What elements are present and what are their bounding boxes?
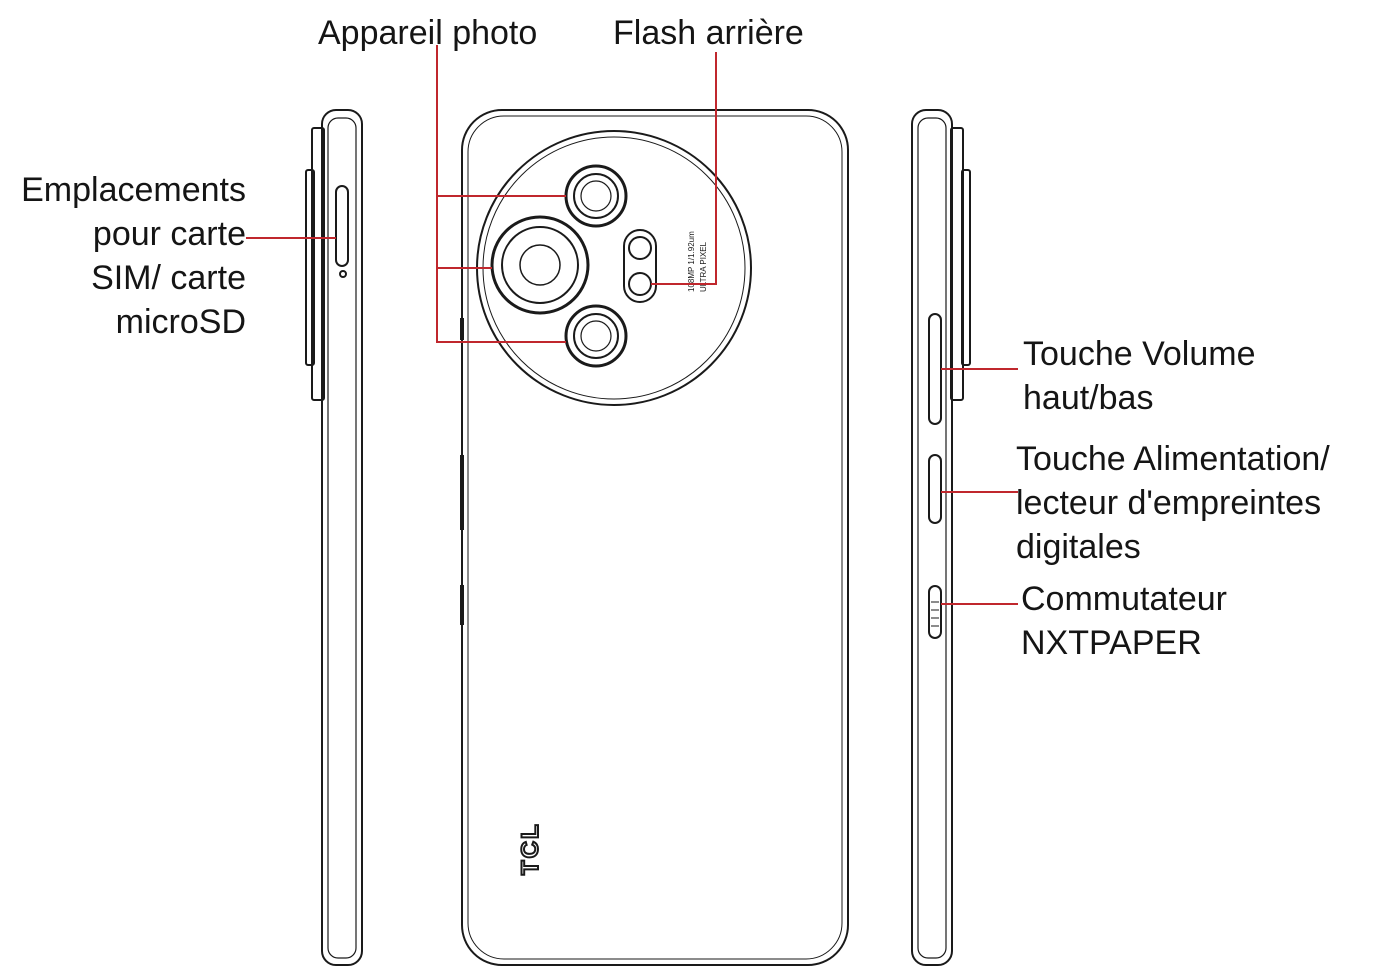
left-side-view (305, 109, 363, 966)
camera-spec-text: ULTRA PIXEL (699, 241, 708, 292)
rear-flash-label: Flash arrière (613, 14, 804, 52)
power-key (928, 454, 942, 524)
camera-label: Appareil photo (318, 14, 538, 52)
volume-key (928, 313, 942, 425)
back-view: 108MP 1/1.92um ULTRA PIXEL TCL (460, 109, 849, 966)
sim-eject-hole (339, 270, 347, 278)
brand-logo: TCL (517, 822, 544, 875)
sim-tray-slot (335, 185, 349, 267)
volume-key-label: Touche Volume haut/bas (1023, 335, 1256, 417)
main-lens-icon (490, 215, 590, 315)
sim-slot-label: Emplacements pour carte SIM/ carte micro… (21, 171, 246, 341)
flash-icon (623, 229, 657, 303)
right-side-view (911, 109, 971, 966)
nxtpaper-switch (928, 585, 942, 639)
camera-spec-text: 108MP 1/1.92um (687, 231, 696, 292)
power-key-label: Touche Alimentation/ lecteur d'empreinte… (1016, 440, 1330, 566)
nxtpaper-switch-label: Commutateur NXTPAPER (1021, 580, 1227, 662)
bottom-lens-icon (564, 304, 628, 368)
leader-lines (246, 45, 1018, 605)
